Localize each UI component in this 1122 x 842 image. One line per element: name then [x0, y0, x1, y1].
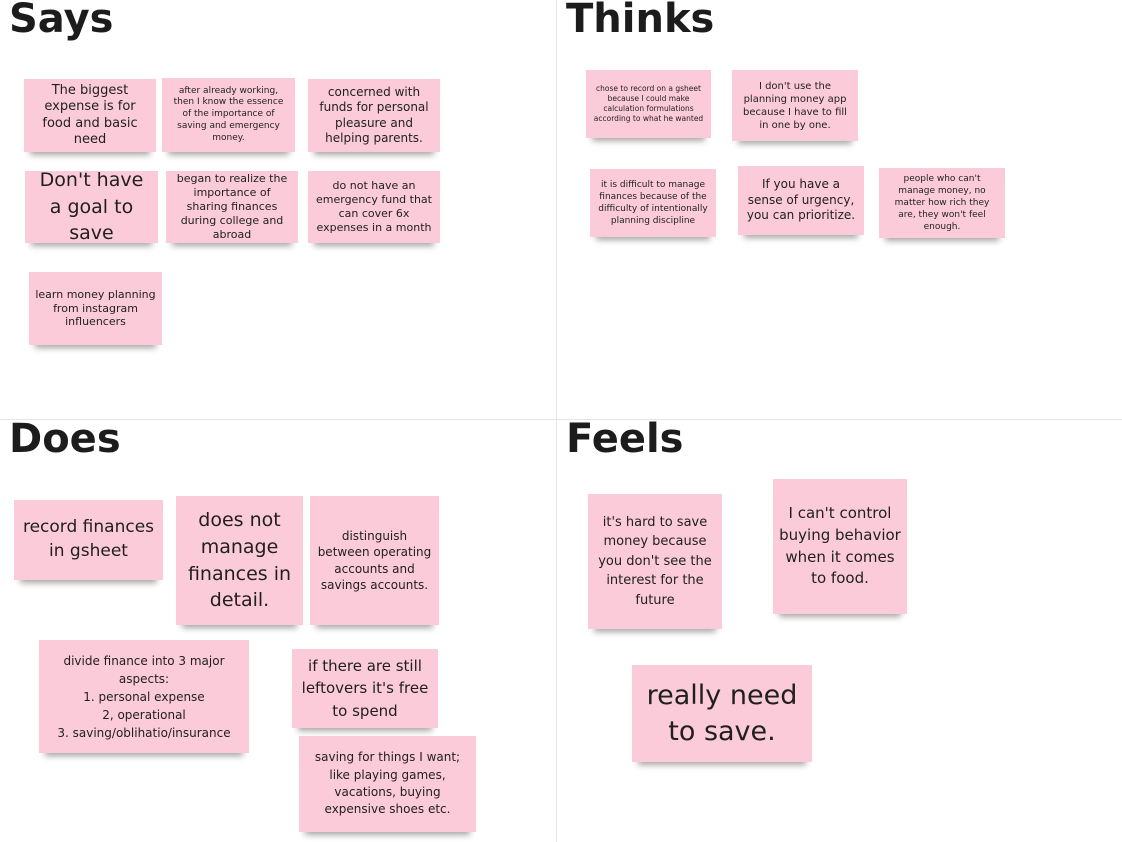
sticky-note[interactable]: concerned with funds for personal pleasu…	[308, 79, 440, 152]
sticky-note[interactable]: saving for things I want; like playing g…	[299, 736, 476, 832]
sticky-note[interactable]: I can't control buying behavior when it …	[773, 479, 907, 614]
sticky-note[interactable]: it's hard to save money because you don'…	[588, 494, 722, 629]
sticky-note[interactable]: if there are still leftovers it's free t…	[292, 649, 438, 728]
sticky-note[interactable]: I don't use the planning money app becau…	[732, 70, 858, 141]
does-title: Does	[9, 416, 121, 462]
sticky-note[interactable]: does not manage finances in detail.	[176, 496, 303, 625]
sticky-note[interactable]: do not have an emergency fund that can c…	[308, 171, 440, 243]
sticky-note[interactable]: If you have a sense of urgency, you can …	[738, 166, 864, 235]
sticky-note[interactable]: learn money planning from instagram infl…	[29, 272, 162, 345]
sticky-note[interactable]: chose to record on a gsheet because I co…	[586, 70, 711, 138]
says-quadrant: Says The biggest expense is for food and…	[0, 0, 556, 419]
sticky-note[interactable]: divide finance into 3 major aspects: 1. …	[39, 640, 249, 753]
sticky-note[interactable]: it is difficult to manage finances becau…	[590, 169, 716, 237]
says-title: Says	[9, 0, 114, 42]
sticky-note[interactable]: people who can't manage money, no matter…	[879, 168, 1005, 238]
sticky-note[interactable]: Don't have a goal to save	[25, 171, 158, 243]
sticky-note[interactable]: The biggest expense is for food and basi…	[24, 79, 156, 152]
thinks-title: Thinks	[566, 0, 715, 42]
feels-quadrant: Feels it's hard to save money because yo…	[557, 416, 1122, 842]
sticky-note[interactable]: began to realize the importance of shari…	[166, 171, 298, 243]
sticky-note[interactable]: record finances in gsheet	[14, 500, 163, 580]
vertical-divider	[556, 0, 557, 842]
horizontal-divider	[0, 419, 1122, 420]
sticky-note[interactable]: after already working, then I know the e…	[162, 78, 295, 152]
thinks-quadrant: Thinks chose to record on a gsheet becau…	[557, 0, 1122, 419]
sticky-note[interactable]: distinguish between operating accounts a…	[310, 496, 439, 625]
sticky-note[interactable]: really need to save.	[632, 665, 812, 762]
feels-title: Feels	[566, 416, 684, 462]
does-quadrant: Does record finances in gsheet does not …	[0, 416, 556, 842]
